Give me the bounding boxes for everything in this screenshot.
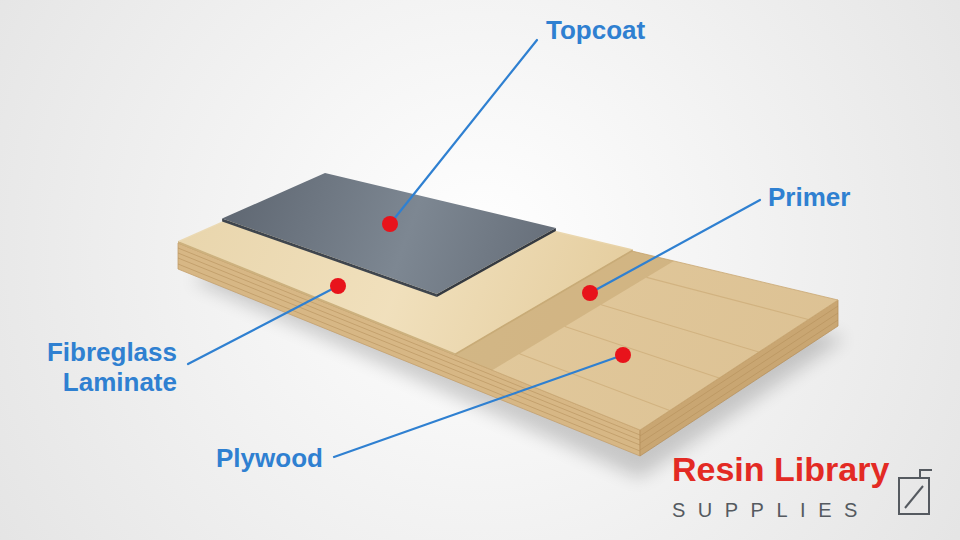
brand-name: Resin Library <box>672 449 889 489</box>
logo-tab <box>920 470 932 478</box>
logo-stroke <box>905 486 923 508</box>
grain-line <box>601 305 759 352</box>
callout-dot <box>330 278 346 294</box>
brand-tagline: SUPPLIES <box>672 499 870 521</box>
callout-dots <box>330 216 631 363</box>
leader-line <box>334 355 623 457</box>
layer-label: Fibreglass Laminate <box>25 337 177 397</box>
layer-label: Primer <box>768 182 850 212</box>
leader-line <box>590 200 760 293</box>
callout-dot <box>382 216 398 232</box>
callout-dot <box>582 285 598 301</box>
logo-icon <box>899 470 932 514</box>
topcoat-layer <box>222 173 556 294</box>
leader-line <box>390 40 537 224</box>
leader-lines <box>188 40 760 457</box>
logo-box <box>899 478 929 514</box>
leader-line <box>188 286 338 364</box>
callout-dot <box>615 347 631 363</box>
grain-line <box>647 277 809 319</box>
grain-line <box>520 354 670 411</box>
layer-label: Topcoat <box>546 15 645 45</box>
grain-line <box>565 327 719 379</box>
layer-label: Plywood <box>216 443 323 473</box>
